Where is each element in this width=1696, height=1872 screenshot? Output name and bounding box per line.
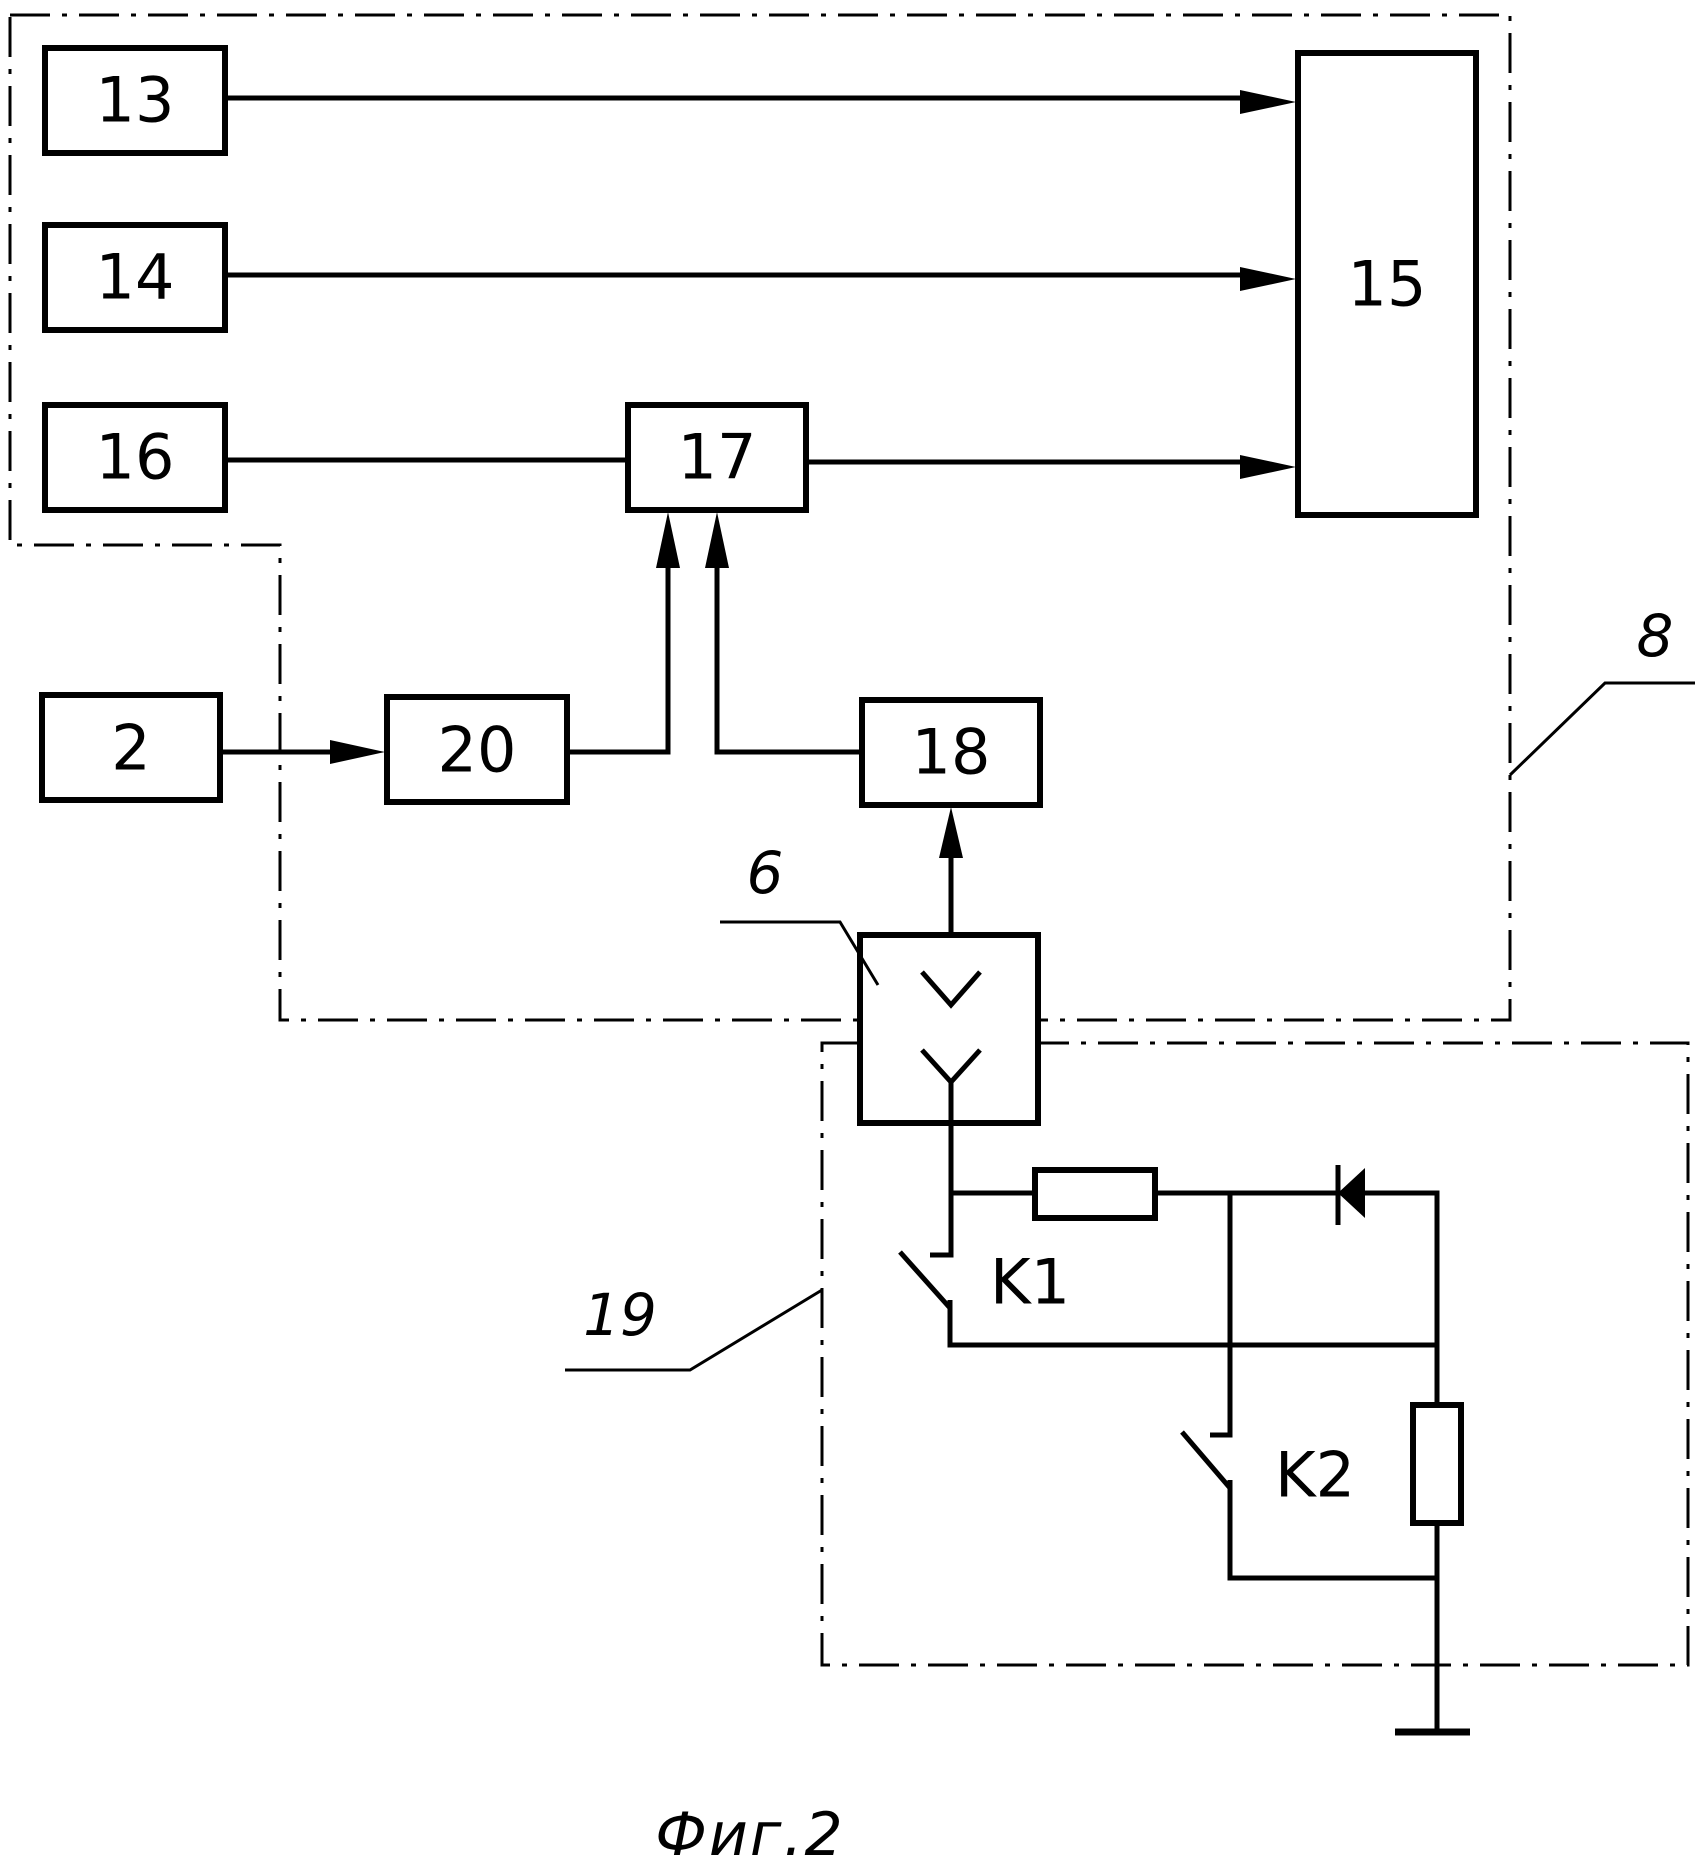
circuit-19: K1 K2 — [900, 1123, 1470, 1732]
ref-8: 8 — [1510, 602, 1695, 775]
line-20-to-17 — [567, 512, 680, 752]
block-17: 17 — [628, 405, 806, 510]
block-2-label: 2 — [111, 712, 150, 785]
switch-k2-label: K2 — [1275, 1439, 1355, 1512]
figure-caption: Фиг.2 — [655, 1800, 844, 1870]
block-13: 13 — [45, 48, 225, 153]
block-18: 18 — [862, 700, 1040, 805]
block-14-label: 14 — [96, 241, 175, 314]
line-2-to-20 — [220, 740, 385, 764]
diode — [1320, 1165, 1437, 1345]
block-17-label: 17 — [678, 421, 757, 494]
line-13-to-15 — [225, 90, 1296, 114]
block-13-label: 13 — [96, 64, 175, 137]
block-2: 2 — [42, 695, 220, 800]
line-17-to-15 — [806, 455, 1296, 479]
switch-k1-label: K1 — [990, 1246, 1070, 1319]
block-18-label: 18 — [912, 716, 991, 789]
ground-symbol — [1395, 1578, 1470, 1732]
resistor-r2 — [1413, 1345, 1461, 1578]
switch-k1 — [900, 1193, 1437, 1345]
ref-8-label: 8 — [1637, 602, 1674, 670]
resistor-r1 — [1035, 1170, 1155, 1218]
ref-19-label: 19 — [583, 1281, 657, 1349]
switch-k2 — [1182, 1193, 1437, 1578]
connector-6 — [860, 935, 1038, 1123]
block-16-label: 16 — [96, 421, 175, 494]
block-16: 16 — [45, 405, 225, 510]
block-20: 20 — [387, 697, 567, 802]
line-18-to-17 — [705, 512, 862, 752]
block-15: 15 — [1298, 53, 1476, 515]
block-20-label: 20 — [438, 714, 517, 787]
ref-19: 19 — [565, 1281, 822, 1370]
block-14: 14 — [45, 225, 225, 330]
ref-6: 6 — [720, 839, 878, 985]
ref-6-label: 6 — [747, 839, 784, 907]
line-14-to-15 — [225, 267, 1296, 291]
block-15-label: 15 — [1348, 248, 1427, 321]
